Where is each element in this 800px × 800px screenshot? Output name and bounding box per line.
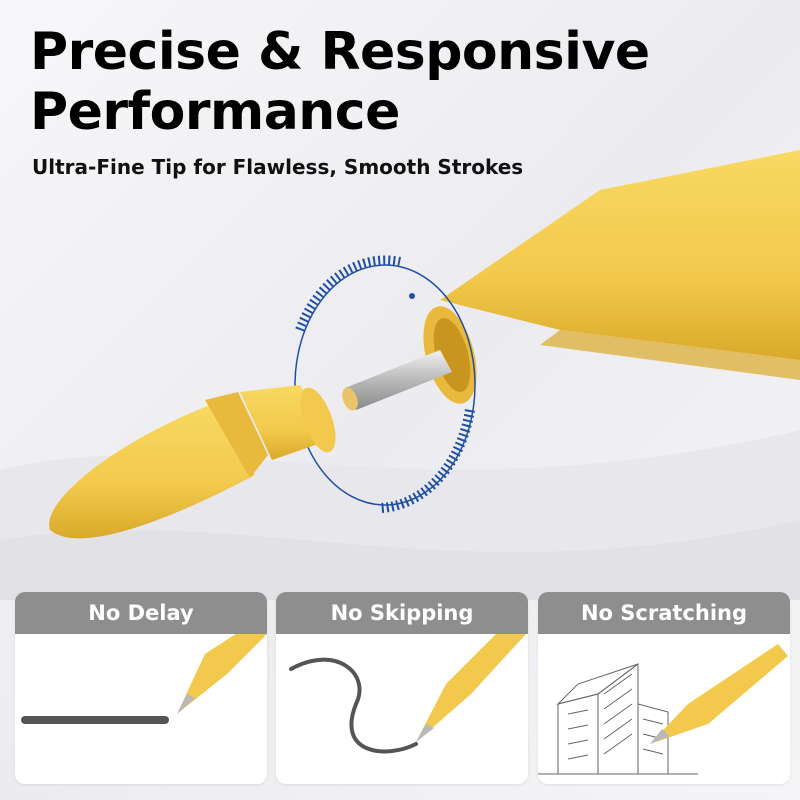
rotation-ring-icon: [294, 255, 476, 513]
pencil-body: [423, 150, 800, 404]
feature-card-no-delay: No Delay: [15, 592, 267, 784]
replaceable-tip-icon: [49, 385, 336, 539]
metal-connector-icon: [342, 350, 452, 411]
straight-line-stroke-illustration: [21, 634, 267, 724]
title-line-2: Performance: [30, 82, 400, 142]
pencil-icon: [177, 634, 267, 714]
card-label: No Scratching: [538, 592, 790, 634]
building-sketch-illustration: [538, 644, 788, 775]
feature-card-no-scratching: No Scratching: [538, 592, 790, 784]
curved-stroke-illustration: [289, 634, 526, 754]
card-label: No Delay: [15, 592, 267, 634]
hero-illustration: [49, 150, 800, 539]
subtitle: Ultra-Fine Tip for Flawless, Smooth Stro…: [32, 155, 524, 179]
feature-card-no-skipping: No Skipping: [276, 592, 528, 784]
card-label: No Skipping: [276, 592, 528, 634]
page-title: Precise & Responsive Performance: [30, 22, 650, 142]
pencil-icon: [416, 634, 526, 742]
title-line-1: Precise & Responsive: [30, 22, 650, 82]
pencil-icon: [650, 644, 788, 744]
